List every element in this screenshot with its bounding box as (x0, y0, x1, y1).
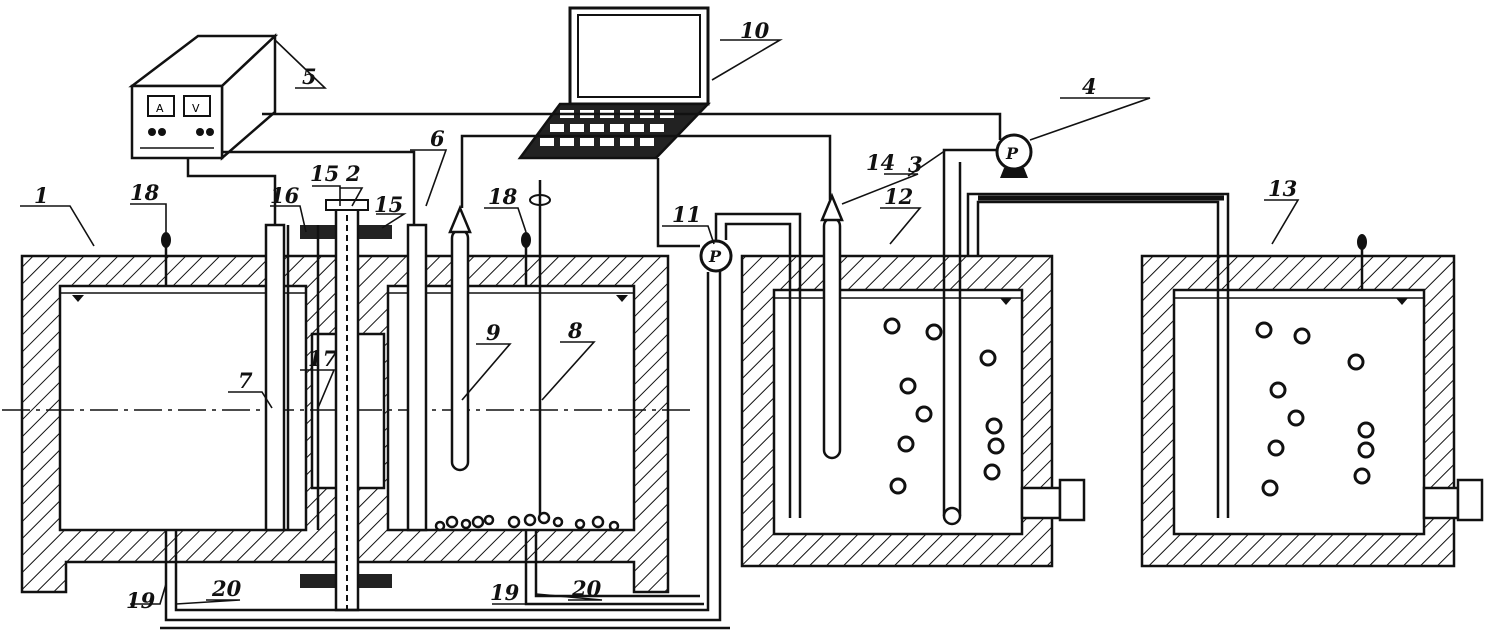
label-10: 10 (740, 18, 770, 43)
label-9: 9 (486, 320, 501, 345)
sludge-particles (434, 511, 620, 532)
wiring (186, 112, 1002, 248)
meter-v-text: V (192, 102, 200, 115)
label-3: 3 (908, 152, 923, 177)
label-18-right: 18 (488, 184, 518, 209)
probe-14 (820, 192, 844, 460)
label-11: 11 (672, 202, 701, 227)
label-17: 17 (308, 346, 338, 371)
label-8: 8 (567, 318, 583, 343)
electrode-left (264, 223, 286, 532)
pipe-pump4-to-tank13 (966, 192, 1230, 518)
label-13: 13 (1268, 176, 1297, 201)
laptop-computer (517, 6, 711, 160)
electrode-right (406, 223, 428, 532)
label-19-left: 19 (126, 588, 156, 613)
pump-11-symbol: P (708, 247, 722, 266)
pump-4-symbol: P (1005, 144, 1019, 163)
tank-13 (1140, 234, 1484, 568)
power-supply: A V (128, 33, 279, 161)
label-20-right: 20 (571, 576, 602, 601)
label-2: 2 (345, 161, 361, 186)
label-14: 14 (866, 150, 895, 175)
probe-9 (448, 204, 472, 472)
pump-4: P (995, 133, 1033, 178)
label-18-left: 18 (130, 180, 160, 205)
bottom-pipes (160, 270, 730, 630)
leader-lines (20, 39, 1300, 605)
bubbles-tank-12 (883, 317, 1005, 495)
label-6: 6 (430, 126, 445, 151)
label-20-left: 20 (211, 576, 242, 601)
label-19-right: 19 (490, 580, 520, 605)
stirrer-8 (529, 180, 551, 520)
label-15-left: 15 (310, 161, 339, 186)
meter-a-text: A (156, 102, 164, 115)
label-16: 16 (270, 183, 300, 208)
tank-12 (740, 254, 1086, 568)
membrane-rod (300, 199, 392, 612)
pump-11: P (699, 239, 733, 273)
label-12: 12 (884, 184, 913, 209)
label-5: 5 (302, 64, 317, 89)
bubbles-tank-13 (1255, 321, 1375, 497)
sensor-18-right (521, 232, 531, 286)
label-4: 4 (1082, 74, 1097, 99)
label-1: 1 (34, 183, 49, 208)
sensor-18-left (161, 232, 171, 286)
label-7: 7 (238, 368, 253, 393)
label-15-right: 15 (374, 192, 403, 217)
